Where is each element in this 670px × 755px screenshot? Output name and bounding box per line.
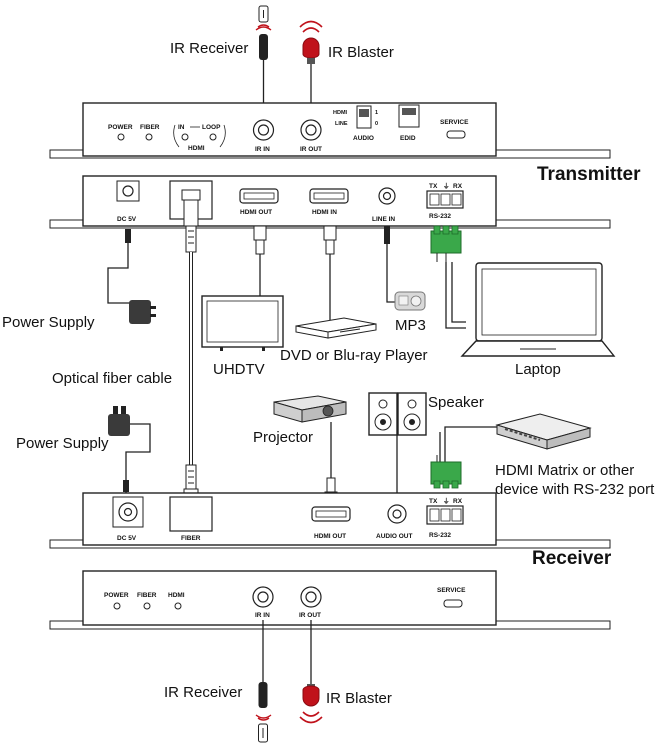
ir-blaster-top-device — [299, 20, 323, 117]
optical-fiber-label: Optical fiber cable — [52, 370, 172, 387]
rx-rs232-connector — [430, 426, 497, 489]
tx-front-sw-0-text: 0 — [375, 121, 378, 127]
tx-front-ir-in-text: IR IN — [255, 146, 270, 153]
rx-front-power-text: POWER — [104, 592, 129, 599]
rx-rear-ground-text: ⏚ — [443, 497, 450, 505]
transmitter-rear-panel — [49, 175, 611, 229]
receiver-rear-panel — [49, 492, 611, 549]
tx-rear-hdmi-out-text: HDMI OUT — [240, 209, 272, 216]
rx-front-ir-in-text: IR IN — [255, 612, 270, 619]
ir-receiver-bottom-label: IR Receiver — [164, 684, 242, 701]
tx-front-edid-text: EDID — [400, 135, 416, 142]
rx-rear-fiber-text: FIBER — [181, 535, 201, 542]
dvd-player-label: DVD or Blu-ray Player — [280, 347, 428, 364]
tx-rear-line-in-text: LINE IN — [372, 216, 395, 223]
rx-front-fiber-text: FIBER — [137, 592, 157, 599]
tx-hdmi-in-cable — [323, 225, 337, 320]
tx-rear-rs232-text: RS-232 — [429, 213, 451, 220]
tx-front-fiber-text: FIBER — [140, 124, 160, 131]
rx-fiber-led — [143, 602, 151, 610]
receiver-front-panel — [49, 570, 611, 630]
hdmi-matrix-label-line2: device with RS-232 port — [495, 481, 655, 498]
hdmi-matrix-device — [495, 413, 592, 450]
rx-front-service-text: SERVICE — [437, 587, 466, 594]
tx-hdmi-in-led — [181, 133, 189, 141]
tx-front-sw-hdmi-text: HDMI — [333, 110, 348, 116]
tx-front-power-text: POWER — [108, 124, 133, 131]
ir-blaster-bottom-device — [299, 620, 323, 724]
dvd-player-device — [295, 317, 377, 339]
rx-rear-rx-text: RX — [453, 498, 463, 505]
ir-receiver-top-device — [255, 5, 272, 117]
rx-service-port — [443, 599, 463, 608]
tx-rear-rx-text: RX — [453, 183, 463, 190]
uhdtv-device — [201, 295, 284, 351]
tx-rear-tx-text: TX — [429, 183, 438, 190]
tx-rs232-connector — [430, 225, 466, 329]
receiver-title: Receiver — [532, 548, 612, 569]
rx-hdmi-led — [174, 602, 182, 610]
tx-hdmi-loop-led — [209, 133, 217, 141]
ir-blaster-bottom-label: IR Blaster — [326, 690, 392, 707]
ir-receiver-bottom-device — [255, 620, 272, 743]
power-supply-bottom-device — [108, 406, 151, 494]
transmitter-front-panel — [49, 102, 611, 159]
rx-fiber-port — [169, 496, 213, 532]
rx-power-led — [113, 602, 121, 610]
tx-front-ir-out-text: IR OUT — [300, 146, 322, 153]
tx-rear-dc-text: DC 5V — [117, 216, 137, 223]
rx-front-ir-out-text: IR OUT — [299, 612, 321, 619]
tx-front-hdmi-text: HDMI — [188, 145, 205, 152]
speaker-device — [368, 392, 427, 495]
optical-fiber-cable — [181, 189, 201, 522]
mp3-device — [394, 291, 426, 311]
rx-rear-rs232-text: RS-232 — [429, 532, 451, 539]
ir-blaster-top-label: IR Blaster — [328, 44, 394, 61]
rx-rear-hdmi-out-text: HDMI OUT — [314, 533, 346, 540]
power-supply-bottom-label: Power Supply — [16, 435, 109, 452]
tx-front-sw-line-text: LINE — [335, 121, 348, 127]
tx-front-loop-text: LOOP — [202, 124, 221, 131]
mp3-label: MP3 — [395, 317, 426, 334]
tx-rear-hdmi-in-text: HDMI IN — [312, 209, 337, 216]
power-supply-top-label: Power Supply — [2, 314, 95, 331]
speaker-label: Speaker — [428, 394, 484, 411]
projector-device — [273, 395, 347, 478]
laptop-device — [460, 262, 616, 357]
rx-rear-dc-text: DC 5V — [117, 535, 137, 542]
projector-label: Projector — [253, 429, 313, 446]
power-supply-top-device — [107, 229, 156, 324]
tx-service-port — [446, 130, 466, 139]
ir-receiver-top-label: IR Receiver — [170, 40, 248, 57]
uhdtv-label: UHDTV — [213, 361, 265, 378]
tx-fiber-led — [145, 133, 153, 141]
tx-front-in-text: IN — [178, 124, 185, 131]
hdmi-matrix-label-line1: HDMI Matrix or other — [495, 462, 634, 479]
tx-line-in-cable — [384, 226, 395, 303]
tx-front-sw-1-text: 1 — [375, 110, 378, 116]
rx-rear-tx-text: TX — [429, 498, 438, 505]
tx-rear-ground-text: ⏚ — [443, 182, 450, 190]
tx-hdmi-out-cable — [253, 225, 267, 296]
tx-power-led — [117, 133, 125, 141]
laptop-label: Laptop — [515, 361, 561, 378]
rx-front-hdmi-text: HDMI — [168, 592, 185, 599]
rx-rear-audio-out-text: AUDIO OUT — [376, 533, 413, 540]
transmitter-title: Transmitter — [537, 164, 641, 185]
tx-front-service-text: SERVICE — [440, 119, 469, 126]
tx-front-audio-text: AUDIO — [353, 135, 374, 142]
